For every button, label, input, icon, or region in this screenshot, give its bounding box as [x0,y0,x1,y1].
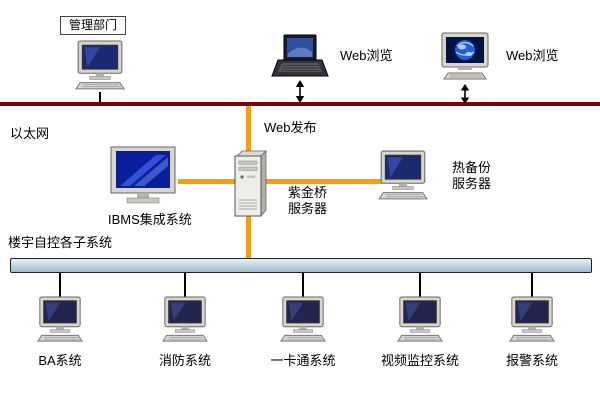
node-label: 一卡通系统 [270,353,336,368]
double-arrow-icon [293,80,307,103]
globe-monitor-icon [438,32,492,84]
node-label: 视频监控系统 [380,353,459,368]
server-tower-icon [232,150,268,218]
web-publish-label: Web发布 [264,120,317,135]
web-browse-pc-label: Web浏览 [506,48,559,63]
subsystem-pc-icon [34,296,86,344]
node-drop-line [184,271,186,297]
subsystems-label: 楼宇自控各子系统 [8,235,113,250]
ibms-connector-line [178,179,246,184]
web-browse-laptop-label: Web浏览 [340,48,393,63]
subsystem-pc-icon [277,296,329,344]
subsystem-pc-icon [159,296,211,344]
node-drop-line [531,271,533,297]
node-label: 消防系统 [158,353,211,368]
node-drop-line [302,271,304,297]
server-label-line1: 紫金桥 [288,185,328,200]
laptop-icon [270,34,330,80]
ibms-label: IBMS集成系统 [108,212,192,227]
ethernet-label: 以太网 [10,126,50,141]
double-arrow-icon [458,84,472,104]
management-label-box: 管理部门 [60,16,127,35]
desktop-pc-icon [72,40,128,92]
ethernet-bus-line [0,102,600,106]
backup-pc-icon [376,150,430,202]
server-label-line2: 服务器 [288,201,328,216]
ibms-monitor-icon [110,146,178,208]
node-label: BA系统 [38,353,82,368]
node-drop-line [419,271,421,297]
backup-label-line2: 服务器 [452,176,492,191]
backup-connector-line [251,179,383,184]
subsystem-pc-icon [506,296,558,344]
backup-label-line1: 热备份 [452,160,492,175]
subsystem-pc-icon [394,296,446,344]
server-label: 紫金桥 服务器 [288,185,327,217]
management-label: 管理部门 [69,18,118,32]
backup-label: 热备份 服务器 [452,160,491,192]
subsystem-bus-bar [10,258,592,273]
node-label: 报警系统 [505,353,558,368]
management-drop-line [99,92,101,103]
node-drop-line [59,271,61,297]
